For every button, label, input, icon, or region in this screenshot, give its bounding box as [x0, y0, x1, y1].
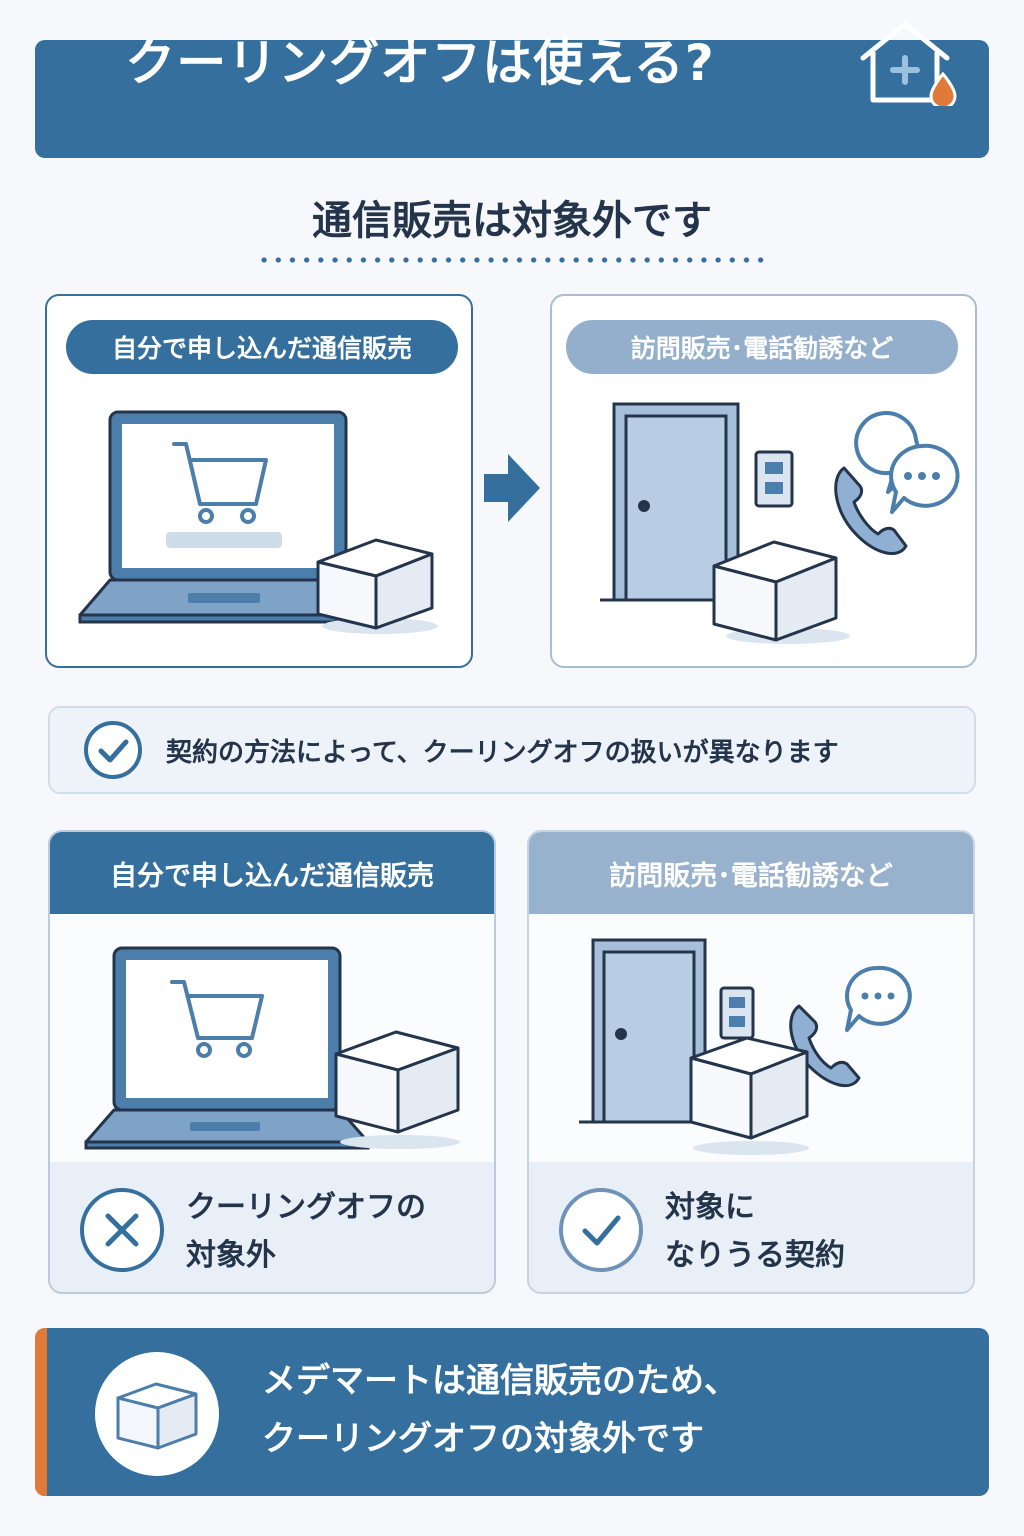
- subtitle: 通信販売は対象外です: [312, 198, 712, 244]
- box-icon: [116, 1382, 198, 1450]
- card-mail-order-result: クーリングオフの 対象外: [50, 1162, 494, 1292]
- check-circle-icon: [84, 721, 142, 779]
- card-door-to-door-header: 訪問販売･電話勧誘など: [529, 832, 973, 914]
- card-door-to-door-illustration: [529, 914, 973, 1162]
- intercom-icon: [754, 450, 794, 508]
- label-door-to-door: 訪問販売･電話勧誘など: [566, 320, 958, 374]
- box-icon: [689, 1036, 809, 1155]
- card-door-to-door-result: 対象に なりうる契約: [529, 1162, 973, 1292]
- door-phone-illustration: [600, 402, 920, 602]
- x-circle-icon: [80, 1188, 164, 1272]
- chat-dots-icon: [889, 443, 960, 514]
- banner-accent-bar: [35, 1328, 47, 1496]
- check-circle-icon: [559, 1188, 643, 1272]
- intercom-icon: [719, 986, 755, 1040]
- card-mail-order-header: 自分で申し込んだ通信販売: [50, 832, 494, 914]
- conclusion-text: メデマートは通信販売のため、 クーリングオフの対象外です: [262, 1352, 962, 1468]
- result-line-2: 対象外: [186, 1238, 276, 1273]
- laptop-cart-icon: [78, 410, 378, 624]
- conclusion-line-2: クーリングオフの対象外です: [262, 1419, 704, 1459]
- house-plus-icon: [860, 21, 957, 106]
- result-line-1: 対象に: [665, 1190, 755, 1225]
- door-knob-icon: [615, 1028, 627, 1040]
- box-icon: [316, 538, 438, 634]
- door-knob-icon: [638, 500, 650, 512]
- arrow-right-icon: [484, 454, 540, 522]
- label-mail-order: 自分で申し込んだ通信販売: [66, 320, 458, 374]
- header-banner: [35, 40, 989, 158]
- result-line-1: クーリングオフの: [186, 1190, 426, 1225]
- info-note: [48, 706, 976, 794]
- card-door-to-door-result-text: 対象に なりうる契約: [665, 1184, 965, 1280]
- chat-bubble-icon: [845, 965, 912, 1032]
- card-mail-order-illustration: [50, 914, 494, 1162]
- card-mail-order: 自分で申し込んだ通信販売 クーリングオフの 対: [48, 830, 496, 1294]
- door-phone-illustration: [579, 938, 912, 1155]
- laptop-cart-icon: [84, 946, 460, 1150]
- result-line-2: なりうる契約: [665, 1238, 845, 1273]
- page-title: クーリングオフは使える?: [125, 34, 715, 92]
- conclusion-line-1: メデマートは通信販売のため、: [262, 1361, 738, 1401]
- dotted-divider: [257, 256, 769, 264]
- card-mail-order-result-text: クーリングオフの 対象外: [186, 1184, 486, 1280]
- info-note-text: 契約の方法によって、クーリングオフの扱いが異なります: [166, 737, 839, 768]
- phone-icon: [834, 466, 908, 555]
- box-icon: [712, 540, 850, 644]
- card-door-to-door: 訪問販売･電話勧誘など: [527, 830, 975, 1294]
